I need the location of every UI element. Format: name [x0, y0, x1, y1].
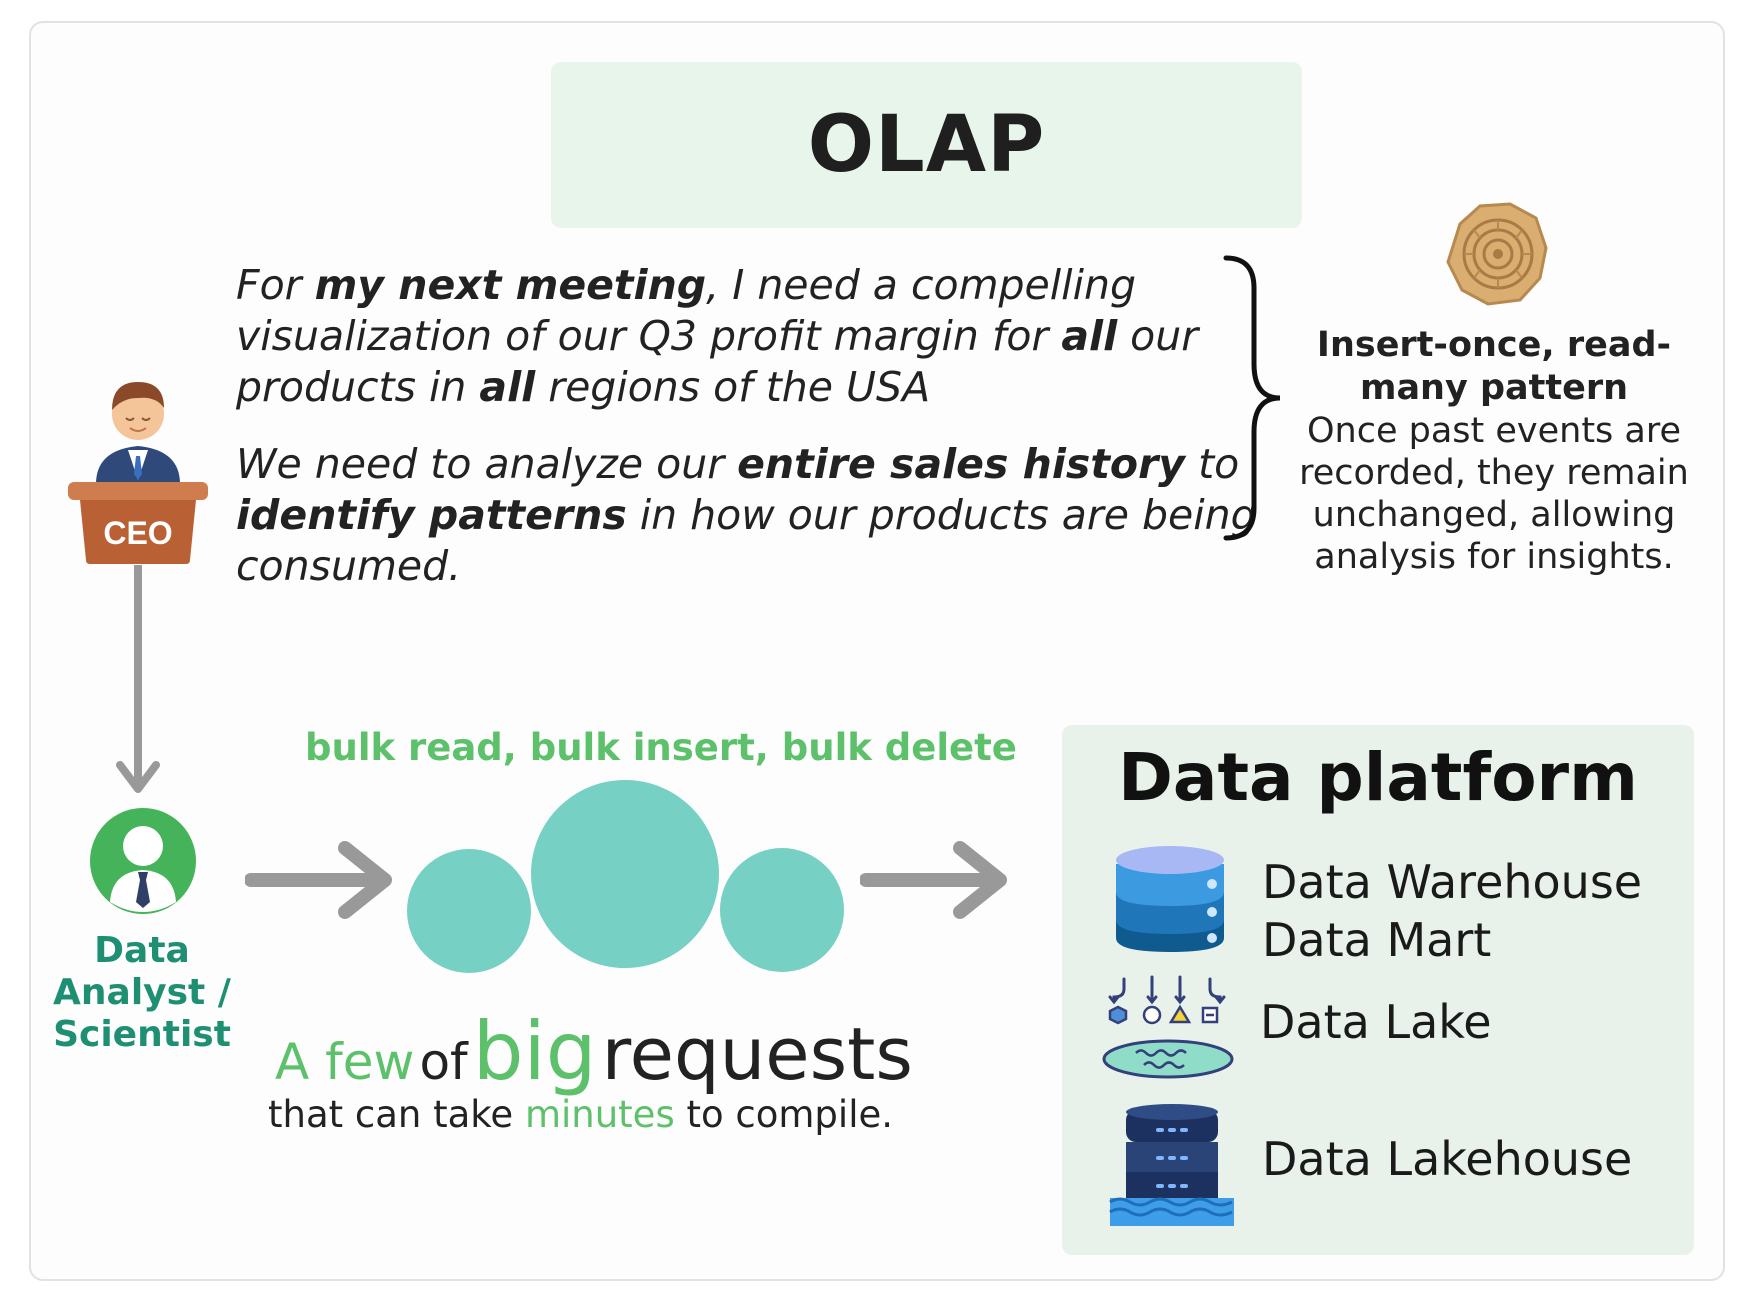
- platform-title: Data platform: [1118, 739, 1638, 816]
- platform-item-data-mart: Data Mart: [1262, 913, 1492, 967]
- quote-text: in how our products are being: [626, 491, 1257, 539]
- request-bubbles: [407, 780, 844, 973]
- ceo-podium-icon: CEO: [68, 382, 208, 564]
- ceo-label: CEO: [103, 515, 172, 551]
- down-arrow-icon: [116, 565, 160, 793]
- quote-emphasis: all: [1061, 312, 1118, 360]
- title-box: OLAP: [551, 62, 1302, 228]
- requests-few: A few: [275, 1033, 415, 1091]
- quote-emphasis: my next meeting: [314, 261, 707, 309]
- quote-text: For: [236, 261, 315, 309]
- platform-item-data-lake: Data Lake: [1260, 995, 1492, 1049]
- analyst-avatar-icon: [90, 808, 196, 914]
- small-request-bubble: [407, 849, 531, 973]
- right-arrow-icon: [860, 841, 1007, 919]
- big-request-bubble: [531, 780, 719, 968]
- lakehouse-server-icon: [1109, 1104, 1234, 1226]
- subtitle-text: that can take: [268, 1093, 525, 1136]
- ceo-quote-1: For my next meeting, I need a compelling…: [236, 260, 1198, 413]
- quote-text: visualization of our Q3 profit margin fo…: [236, 312, 1062, 360]
- pattern-description: Once past events are recorded, they rema…: [1299, 411, 1689, 577]
- platform-item-data-warehouse: Data Warehouse: [1262, 855, 1643, 909]
- quote-text: consumed.: [236, 542, 462, 590]
- quote-emphasis: entire sales history: [737, 440, 1186, 488]
- subtitle-minutes: minutes: [524, 1093, 675, 1136]
- fossil-icon: [1446, 202, 1548, 306]
- requests-subtitle: that can take minutes to compile.: [268, 1093, 893, 1136]
- quote-text: regions of the USA: [535, 363, 931, 411]
- platform-item-data-lakehouse: Data Lakehouse: [1262, 1132, 1633, 1186]
- subtitle-text: to compile.: [674, 1093, 893, 1136]
- quote-text: , I need a compelling: [706, 261, 1136, 309]
- ceo-quote-2: We need to analyze our entire sales hist…: [236, 439, 1257, 592]
- operations-label: bulk read, bulk insert, bulk delete: [305, 726, 1017, 769]
- requests-word: requests: [601, 1012, 913, 1096]
- requests-headline: A few of big requests: [275, 1005, 913, 1098]
- small-request-bubble: [720, 848, 844, 972]
- quote-emphasis: all: [479, 363, 536, 411]
- data-lake-icon: [1102, 975, 1234, 1079]
- requests-big: big: [472, 1005, 597, 1098]
- curly-brace-icon: [1223, 255, 1281, 541]
- analyst-label: Data Analyst / Scientist: [53, 930, 231, 1055]
- requests-of: of: [419, 1033, 468, 1091]
- pattern-heading: Insert-once, read-many pattern: [1316, 325, 1672, 408]
- quote-text: our: [1117, 312, 1199, 360]
- data-platform-panel: Data platform Data Warehouse Data Mart D…: [1062, 725, 1694, 1255]
- quote-text: to: [1185, 440, 1240, 488]
- quote-emphasis: identify patterns: [236, 491, 627, 539]
- right-arrow-icon: [245, 841, 392, 919]
- warehouse-database-icon: [1116, 846, 1224, 952]
- quote-text: products in: [236, 363, 480, 411]
- page-title: OLAP: [807, 100, 1046, 190]
- quote-text: We need to analyze our: [236, 440, 738, 488]
